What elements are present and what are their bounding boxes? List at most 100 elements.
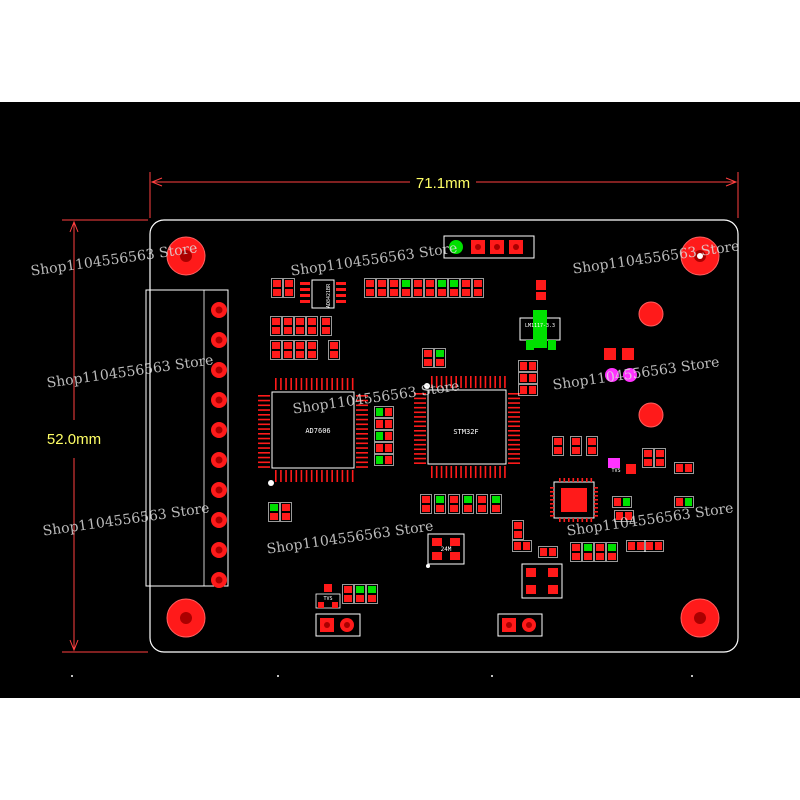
chip-pin bbox=[336, 470, 339, 482]
chip-pin bbox=[414, 393, 426, 395]
pad bbox=[464, 505, 472, 512]
pad bbox=[356, 586, 364, 593]
chip-pin bbox=[310, 378, 313, 390]
chip-pin bbox=[258, 399, 270, 402]
pad bbox=[655, 542, 662, 550]
pad bbox=[608, 544, 616, 551]
pad bbox=[623, 498, 630, 506]
chip-pin bbox=[465, 466, 467, 478]
pad bbox=[450, 496, 458, 503]
chip-pin bbox=[455, 376, 457, 388]
chip-pin bbox=[290, 470, 292, 482]
chip-pin bbox=[316, 378, 318, 390]
tvs-diode bbox=[608, 458, 636, 474]
chip-pin bbox=[346, 378, 349, 390]
passive-components bbox=[268, 278, 694, 604]
pad bbox=[270, 504, 278, 511]
pad bbox=[376, 420, 383, 428]
chip-pin bbox=[508, 402, 520, 404]
oscillator bbox=[521, 563, 563, 599]
pad bbox=[572, 553, 580, 560]
chip-pin bbox=[445, 466, 448, 478]
pad bbox=[368, 586, 376, 593]
chip-pin bbox=[550, 487, 554, 489]
chip-pin bbox=[563, 518, 566, 522]
chip-pin bbox=[460, 376, 462, 388]
chip-pin bbox=[559, 478, 561, 482]
header-pin-1 bbox=[449, 240, 463, 254]
chip-pin bbox=[300, 470, 303, 482]
chip-pin bbox=[326, 470, 328, 482]
chip-pin bbox=[285, 470, 287, 482]
pad bbox=[402, 280, 410, 287]
pad bbox=[438, 280, 446, 287]
pad bbox=[436, 505, 444, 512]
chip-pin bbox=[504, 466, 506, 478]
pad bbox=[450, 289, 458, 296]
chip-pin bbox=[460, 466, 462, 478]
chip-pin bbox=[594, 487, 598, 489]
pad bbox=[608, 553, 616, 560]
pad bbox=[285, 289, 293, 296]
pad bbox=[390, 280, 398, 287]
pad bbox=[685, 464, 692, 472]
opamp-chip-label: AD8421BR bbox=[326, 283, 332, 308]
pad bbox=[424, 350, 432, 357]
chip-pin bbox=[258, 423, 270, 426]
height-dimension bbox=[62, 219, 148, 653]
chip-pin bbox=[414, 434, 426, 437]
pad bbox=[284, 342, 292, 349]
pad bbox=[378, 280, 386, 287]
chip-pin bbox=[508, 453, 520, 455]
chip-pin bbox=[508, 439, 520, 441]
pad bbox=[492, 496, 500, 503]
chip-pin bbox=[479, 376, 482, 388]
tvs-diode-label: TVS bbox=[323, 596, 332, 602]
chip-pin bbox=[440, 466, 443, 478]
chip-pin bbox=[346, 470, 349, 482]
pad bbox=[474, 289, 482, 296]
pad bbox=[478, 505, 486, 512]
chip-pin bbox=[499, 466, 501, 478]
chip-pin bbox=[290, 378, 292, 390]
opamp-chip bbox=[300, 279, 346, 309]
pad bbox=[344, 595, 352, 602]
pad bbox=[272, 327, 280, 334]
pad bbox=[676, 498, 683, 506]
pad bbox=[554, 447, 562, 454]
chip-pin bbox=[258, 433, 270, 435]
chip-pin bbox=[508, 448, 520, 451]
chip-pin bbox=[258, 447, 270, 449]
width-dimension bbox=[149, 172, 739, 218]
pad bbox=[520, 362, 527, 370]
pad bbox=[596, 544, 604, 551]
pad bbox=[385, 420, 392, 428]
chip-pin bbox=[414, 420, 426, 423]
chip-pin bbox=[258, 456, 270, 459]
chip-pin bbox=[285, 378, 287, 390]
chip-pin bbox=[431, 466, 433, 478]
pad bbox=[478, 496, 486, 503]
chip-pin bbox=[258, 409, 270, 411]
pad bbox=[450, 280, 458, 287]
terminal-pins bbox=[211, 302, 227, 588]
chip-pin bbox=[331, 470, 333, 482]
tvs-diode bbox=[315, 584, 341, 609]
pad bbox=[356, 595, 364, 602]
chip-pin bbox=[484, 376, 487, 388]
pad bbox=[385, 432, 392, 440]
chip-pin bbox=[474, 466, 477, 478]
chip-pin bbox=[508, 434, 520, 437]
chip-pin bbox=[356, 428, 368, 430]
chip-pin bbox=[414, 402, 426, 404]
chip-pin bbox=[550, 503, 554, 505]
pad bbox=[523, 542, 530, 550]
tvs-diode-label: TVS bbox=[611, 468, 620, 474]
chip-pin bbox=[590, 518, 593, 522]
pad bbox=[376, 408, 383, 416]
chip-pin bbox=[275, 378, 277, 390]
chip-pin bbox=[508, 411, 520, 414]
pad bbox=[474, 280, 482, 287]
chip-pin bbox=[351, 470, 354, 482]
chip-pin bbox=[489, 376, 492, 388]
